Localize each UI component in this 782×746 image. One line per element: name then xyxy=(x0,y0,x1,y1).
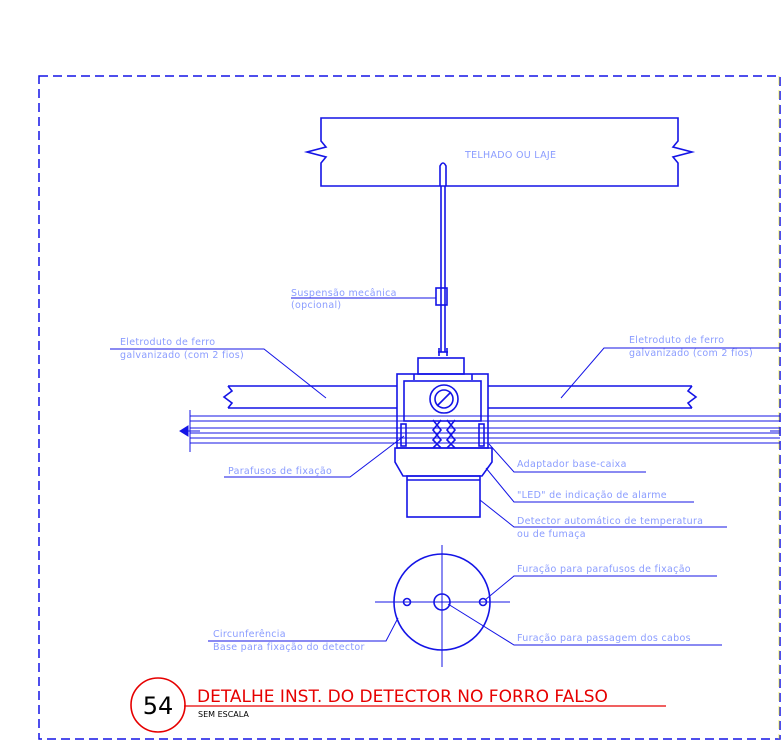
conduit-left xyxy=(222,385,397,409)
drawing-title: DETALHE INST. DO DETECTOR NO FORRO FALSO xyxy=(197,687,608,707)
circumference-leader xyxy=(208,617,399,642)
junction-box xyxy=(396,357,489,449)
screws-leader xyxy=(224,435,405,478)
scale-note: SEM ESCALA xyxy=(198,710,249,719)
screws-label: Parafusos de fixação xyxy=(228,466,332,477)
conduit-right-leader xyxy=(560,347,780,399)
cable-hole-leader xyxy=(447,603,722,646)
adapter-leader xyxy=(488,443,646,473)
detector-label-line1: Detector automático de temperatura xyxy=(517,516,703,527)
screw-holes-leader xyxy=(484,575,717,601)
roof-slab xyxy=(303,117,696,187)
detector-leader xyxy=(479,499,727,528)
detector xyxy=(394,447,493,518)
conduit-right-label-line2: galvanizado (com 2 fios) xyxy=(629,348,753,359)
suspension-rod xyxy=(435,162,448,356)
false-ceiling xyxy=(179,410,780,452)
conduit-right xyxy=(488,385,698,409)
led-label: "LED" de indicação de alarme xyxy=(517,490,667,501)
cable-hole-label: Furação para passagem dos cabos xyxy=(517,633,691,644)
screw-holes-label: Furação para parafusos de fixação xyxy=(517,564,691,575)
drawing-number: 54 xyxy=(143,692,174,720)
drawing-number-circle xyxy=(130,677,186,733)
base-plan xyxy=(375,545,510,667)
circumference-label-line1: Circunferência xyxy=(213,629,286,640)
sheet-border xyxy=(38,75,781,740)
led-leader xyxy=(485,467,694,503)
conduit-left-label-line1: Eletroduto de ferro xyxy=(120,337,215,348)
detector-label-line2: ou de fumaça xyxy=(517,529,586,540)
conduit-left-leader xyxy=(110,348,327,399)
suspension-label-line2: (opcional) xyxy=(291,300,341,311)
roof-label: TELHADO OU LAJE xyxy=(464,150,556,161)
conduit-left-label-line2: galvanizado (com 2 fios) xyxy=(120,350,244,361)
conduit-right-label-line1: Eletroduto de ferro xyxy=(629,335,724,346)
circumference-label-line2: Base para fixação do detector xyxy=(213,642,365,653)
adapter-label: Adaptador base-caixa xyxy=(517,459,627,470)
suspension-label-line1: Suspensão mecânica xyxy=(291,288,397,299)
